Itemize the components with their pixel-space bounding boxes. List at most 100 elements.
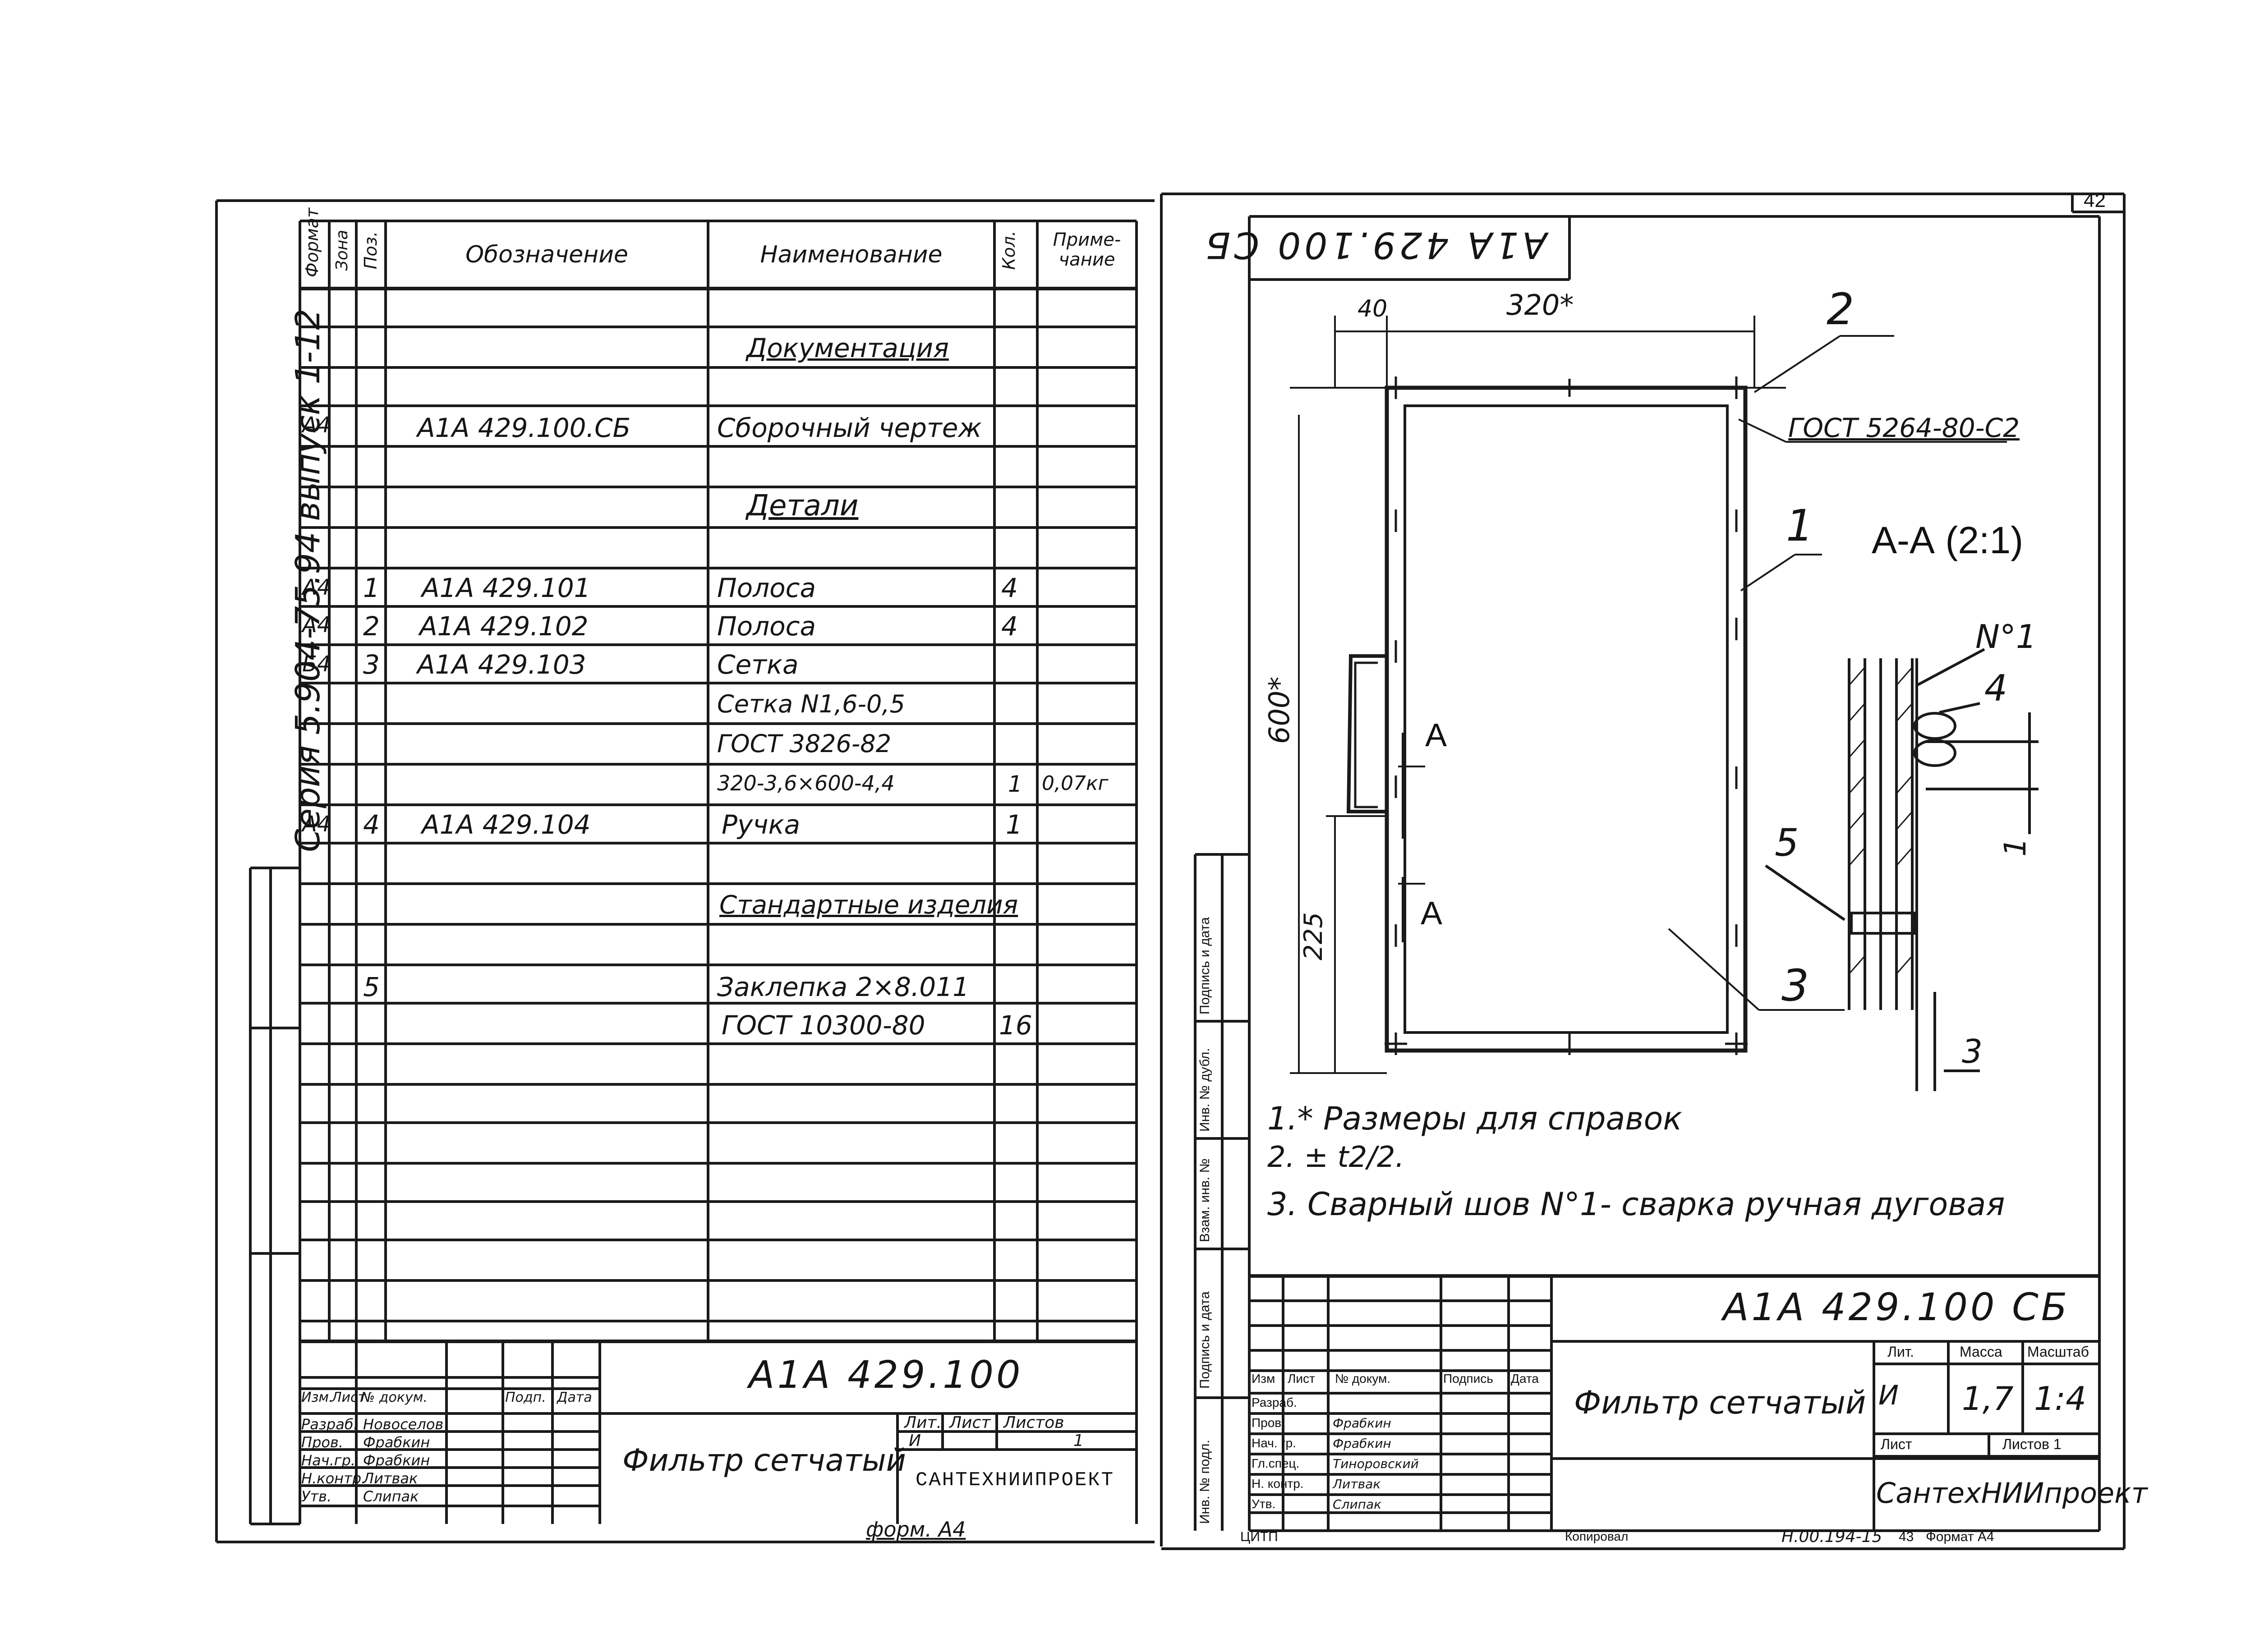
spec-row-name: ГОСТ 3826-82 — [717, 730, 892, 758]
section-mark-a-bottom: А — [1421, 895, 1443, 932]
spec-row-name: ГОСТ 10300-80 — [722, 1010, 925, 1041]
side-stamp-sign-2: Подпись и дата — [1197, 917, 1212, 1014]
left-org: САНТЕХНИИПРОЕКТ — [916, 1469, 1115, 1491]
left-person: Слипак — [363, 1488, 419, 1505]
spec-row-pos: 3 — [363, 649, 380, 680]
callout-4: 4 — [1984, 667, 2007, 709]
callout-3: 3 — [1781, 960, 1809, 1011]
spec-row-name: Сетка N1,6-0,5 — [717, 690, 905, 718]
callout-2: 2 — [1827, 284, 1855, 335]
header-note: Приме-чание — [1053, 229, 1121, 270]
callout-1: 1 — [1786, 500, 1814, 551]
right-lit-value: И — [1878, 1380, 1899, 1411]
right-col-header: Изм — [1252, 1372, 1275, 1386]
right-title-name: Фильтр сетчатый — [1574, 1384, 1866, 1421]
dim-320: 320* — [1506, 289, 1574, 321]
weld-number: N°1 — [1975, 618, 2037, 656]
right-role: Гл.спец. — [1252, 1456, 1300, 1470]
section-mark-a-top: А — [1425, 717, 1447, 753]
spec-row-pos: 2 — [363, 611, 380, 642]
right-sheet-label: Лист — [1881, 1436, 1912, 1452]
right-title-code: А1А 429.100 СБ — [1723, 1285, 2070, 1329]
dim-600: 600* — [1263, 676, 1296, 744]
left-sheet-label: Лист — [949, 1413, 991, 1432]
right-mass-value: 1,7 — [1962, 1380, 2014, 1418]
footer-citp: ЦИТП — [1240, 1529, 1278, 1544]
dim-3: 3 — [1962, 1032, 1983, 1070]
spec-row-format: А4 — [302, 575, 331, 600]
right-person: Слипак — [1333, 1497, 1382, 1512]
gost-weld: ГОСТ 5264-80-С2 — [1788, 413, 2020, 443]
dim-225: 225 — [1299, 912, 1328, 960]
left-col-header-date: Дата — [557, 1390, 592, 1405]
top-stamp: А1А 429.100 СБ — [1202, 224, 1547, 266]
right-scale-label: Масштаб — [2027, 1344, 2089, 1360]
right-role: Разраб. — [1252, 1395, 1297, 1409]
right-col-header: Подпись — [1443, 1372, 1493, 1386]
page-number: 42 — [2084, 189, 2106, 211]
left-col-header-sign: Подп. — [505, 1390, 546, 1405]
header-format: Формат — [302, 207, 322, 277]
left-sheets-value: 1 — [1073, 1432, 1084, 1450]
right-person: Фрабкин — [1333, 1416, 1391, 1431]
left-title-name: Фильтр сетчатый — [622, 1443, 906, 1478]
left-person: Фрабкин — [363, 1434, 430, 1451]
left-col-header-change: Изм. — [301, 1390, 333, 1405]
spec-row-name: Стандартные изделия — [719, 890, 1018, 920]
left-lit-value: И — [909, 1432, 921, 1450]
spec-row-name: Сетка — [717, 649, 799, 680]
footer-format: Формат А4 — [1926, 1529, 1994, 1544]
spec-row-format: Б4 — [302, 652, 331, 677]
left-role: Нач.гр. — [301, 1452, 356, 1469]
spec-row-name: Сборочный чертеж — [717, 413, 982, 443]
side-stamp-replace: Взам. инв. № — [1197, 1158, 1212, 1242]
spec-row-qty: 1 — [1006, 809, 1022, 840]
spec-row-name: Детали — [746, 489, 859, 523]
left-col-header-sheet: Лист — [331, 1390, 366, 1405]
right-person: Тиноровский — [1333, 1456, 1419, 1471]
side-stamp-inv: Инв. № подл. — [1197, 1440, 1212, 1524]
header-designation: Обозначение — [465, 241, 628, 268]
right-role: Н. контр. — [1252, 1477, 1304, 1491]
spec-row-designation: А1А 429.104 — [422, 809, 591, 840]
spec-row-qty: 4 — [1001, 611, 1018, 642]
spec-row-designation: А1А 429.102 — [419, 611, 589, 642]
spec-row-format: А4 — [302, 413, 331, 438]
header-name: Наименование — [760, 241, 943, 268]
left-person: Новоселов — [363, 1416, 444, 1433]
left-sheets-label: Листов — [1003, 1413, 1064, 1432]
spec-row-name: Заклепка 2×8.011 — [717, 972, 969, 1002]
right-col-header: № докум. — [1335, 1372, 1391, 1386]
spec-row-pos: 4 — [363, 809, 380, 840]
right-mass-label: Масса — [1960, 1344, 2002, 1360]
spec-row-name: Ручка — [722, 809, 801, 840]
left-title-code: А1А 429.100 — [749, 1353, 1023, 1397]
spec-row-name: Полоса — [717, 573, 816, 603]
right-lit-label: Лит. — [1887, 1344, 1914, 1360]
spec-row-pos: 5 — [363, 972, 380, 1002]
spec-row-designation: А1А 429.103 — [417, 649, 586, 680]
header-pos: Поз. — [361, 231, 381, 270]
left-role: Утв. — [301, 1488, 332, 1505]
left-lit-label: Лит. — [904, 1413, 942, 1432]
left-role: Пров. — [301, 1434, 343, 1451]
right-person: Литвак — [1333, 1477, 1381, 1491]
right-col-header: Лист — [1288, 1372, 1315, 1386]
note-2: 2. ± t2/2. — [1267, 1141, 1404, 1174]
side-stamp-sign: Подпись и дата — [1197, 1291, 1212, 1389]
footer-sheet-no: 43 — [1899, 1529, 1914, 1544]
right-col-header: Дата — [1511, 1372, 1539, 1386]
spec-row-name: Полоса — [717, 611, 816, 642]
left-form-label: форм. А4 — [866, 1517, 966, 1542]
spec-row-pos: 1 — [363, 573, 380, 603]
right-role: Пров — [1252, 1416, 1282, 1430]
left-role: Н.контр. — [301, 1470, 366, 1487]
spec-row-qty: 1 — [1008, 771, 1022, 797]
left-role: Разраб. — [301, 1416, 358, 1433]
section-label: А-А (2:1) — [1872, 519, 2024, 561]
spec-row-name: Документация — [746, 333, 949, 363]
footer-copied: Копировал — [1565, 1529, 1629, 1543]
spec-row-name: 320-3,6×600-4,4 — [717, 771, 895, 795]
spec-row-designation: А1А 429.101 — [422, 573, 591, 603]
